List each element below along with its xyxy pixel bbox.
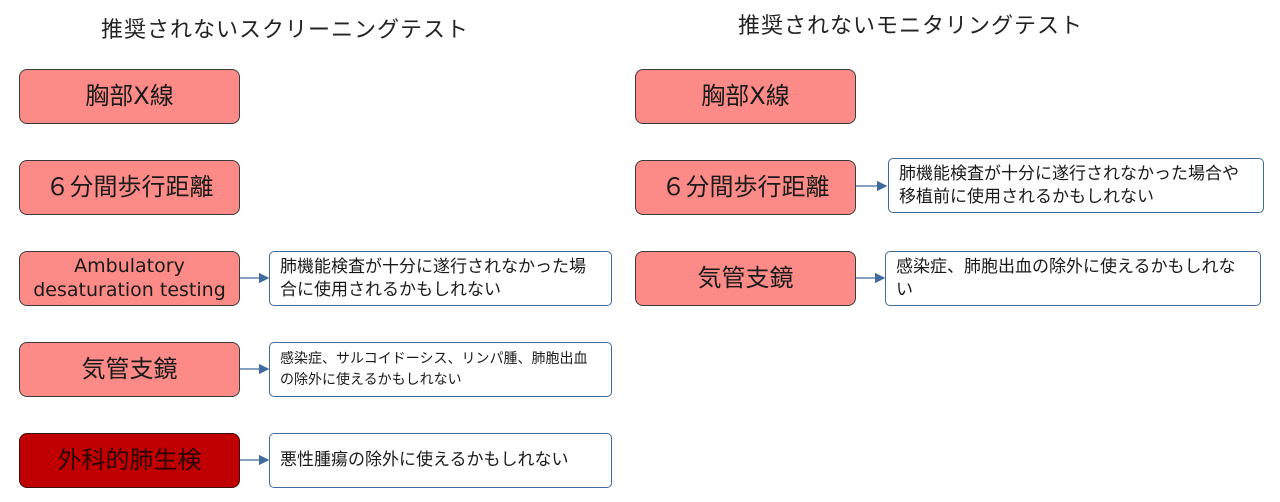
right-box-bronchoscopy: 気管支鏡 [635, 251, 856, 306]
left-box-ambulatory-desaturation: Ambulatory desaturation testing [19, 251, 240, 306]
left-box-6mwd: ６分間歩行距離 [19, 160, 240, 215]
note-ambulatory: 肺機能検査が十分に遂行されなかった場合に使用されるかもしれない [269, 251, 612, 306]
right-column-title: 推奨されないモニタリングテスト [738, 14, 1084, 39]
right-box-chest-xray: 胸部X線 [635, 69, 856, 124]
left-column-title: 推奨されないスクリーニングテスト [101, 18, 470, 43]
left-box-surgical-lung-biopsy: 外科的肺生検 [19, 433, 240, 488]
note-surgical-biopsy: 悪性腫瘍の除外に使えるかもしれない [269, 433, 612, 488]
note-6mwd-right: 肺機能検査が十分に遂行されなかった場合や移植前に使用されるかもしれない [888, 158, 1264, 213]
note-bronchoscopy-right: 感染症、肺胞出血の除外に使えるかもしれない [885, 251, 1261, 306]
left-box-bronchoscopy: 気管支鏡 [19, 342, 240, 397]
left-box-chest-xray: 胸部X線 [19, 69, 240, 124]
note-bronchoscopy-left: 感染症、サルコイドーシス、リンパ腫、肺胞出血の除外に使えるかもしれない [269, 342, 612, 397]
right-box-6mwd: ６分間歩行距離 [635, 160, 856, 215]
